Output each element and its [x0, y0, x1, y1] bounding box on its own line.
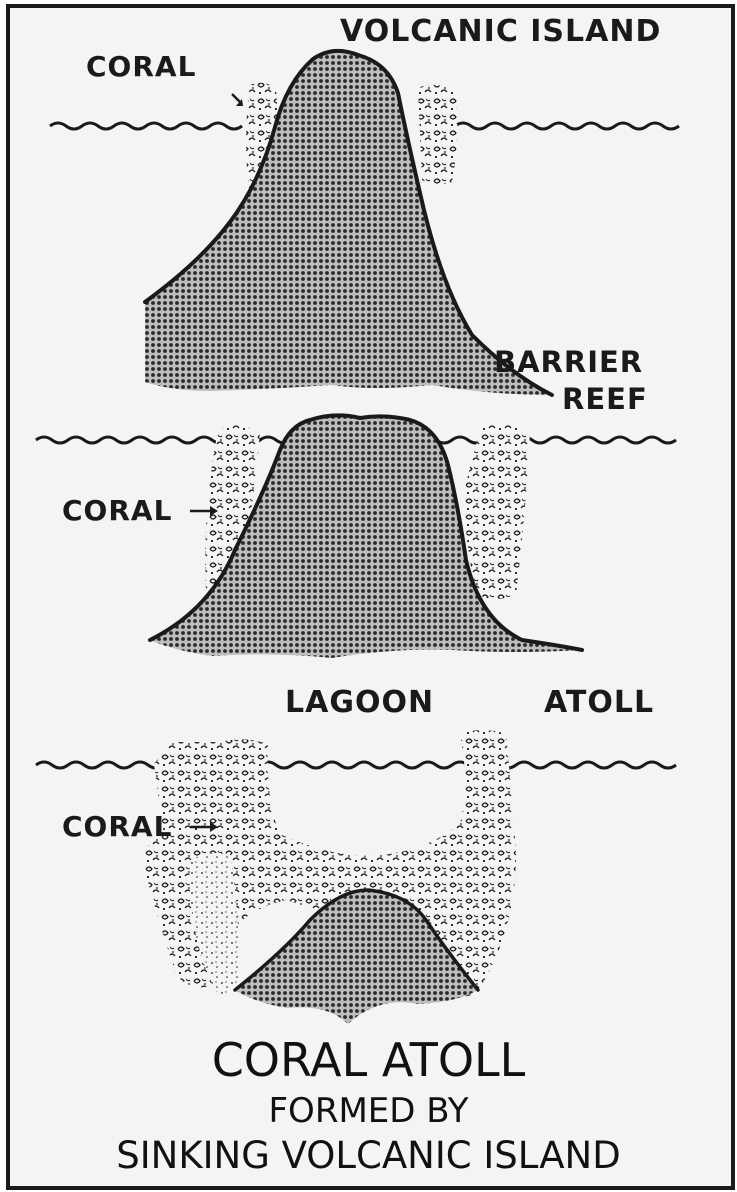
label-barrier-reef-1: BARRIER [494, 345, 643, 379]
coral-reef-right-middle [464, 425, 530, 599]
label-coral-middle: CORAL [62, 494, 172, 527]
caption-line-2: FORMED BY [0, 1091, 737, 1131]
label-lagoon: LAGOON [285, 685, 434, 720]
caption-line-3: SINKING VOLCANIC ISLAND [0, 1134, 737, 1177]
panel-atoll [36, 730, 676, 1024]
label-barrier-reef-2: REEF [562, 382, 648, 416]
label-coral-bottom: CORAL [62, 810, 172, 843]
label-atoll: ATOLL [544, 685, 654, 720]
panel-barrier-reef [36, 415, 676, 658]
water-line-bottom [36, 762, 676, 768]
caption-title: CORAL ATOLL [0, 1033, 737, 1087]
label-coral-top: CORAL [86, 50, 196, 83]
label-volcanic-island: VOLCANIC ISLAND [340, 14, 661, 49]
coral-fringe-right-top [418, 85, 457, 185]
panel-volcanic-island [50, 51, 679, 395]
volcano-top [145, 51, 552, 395]
